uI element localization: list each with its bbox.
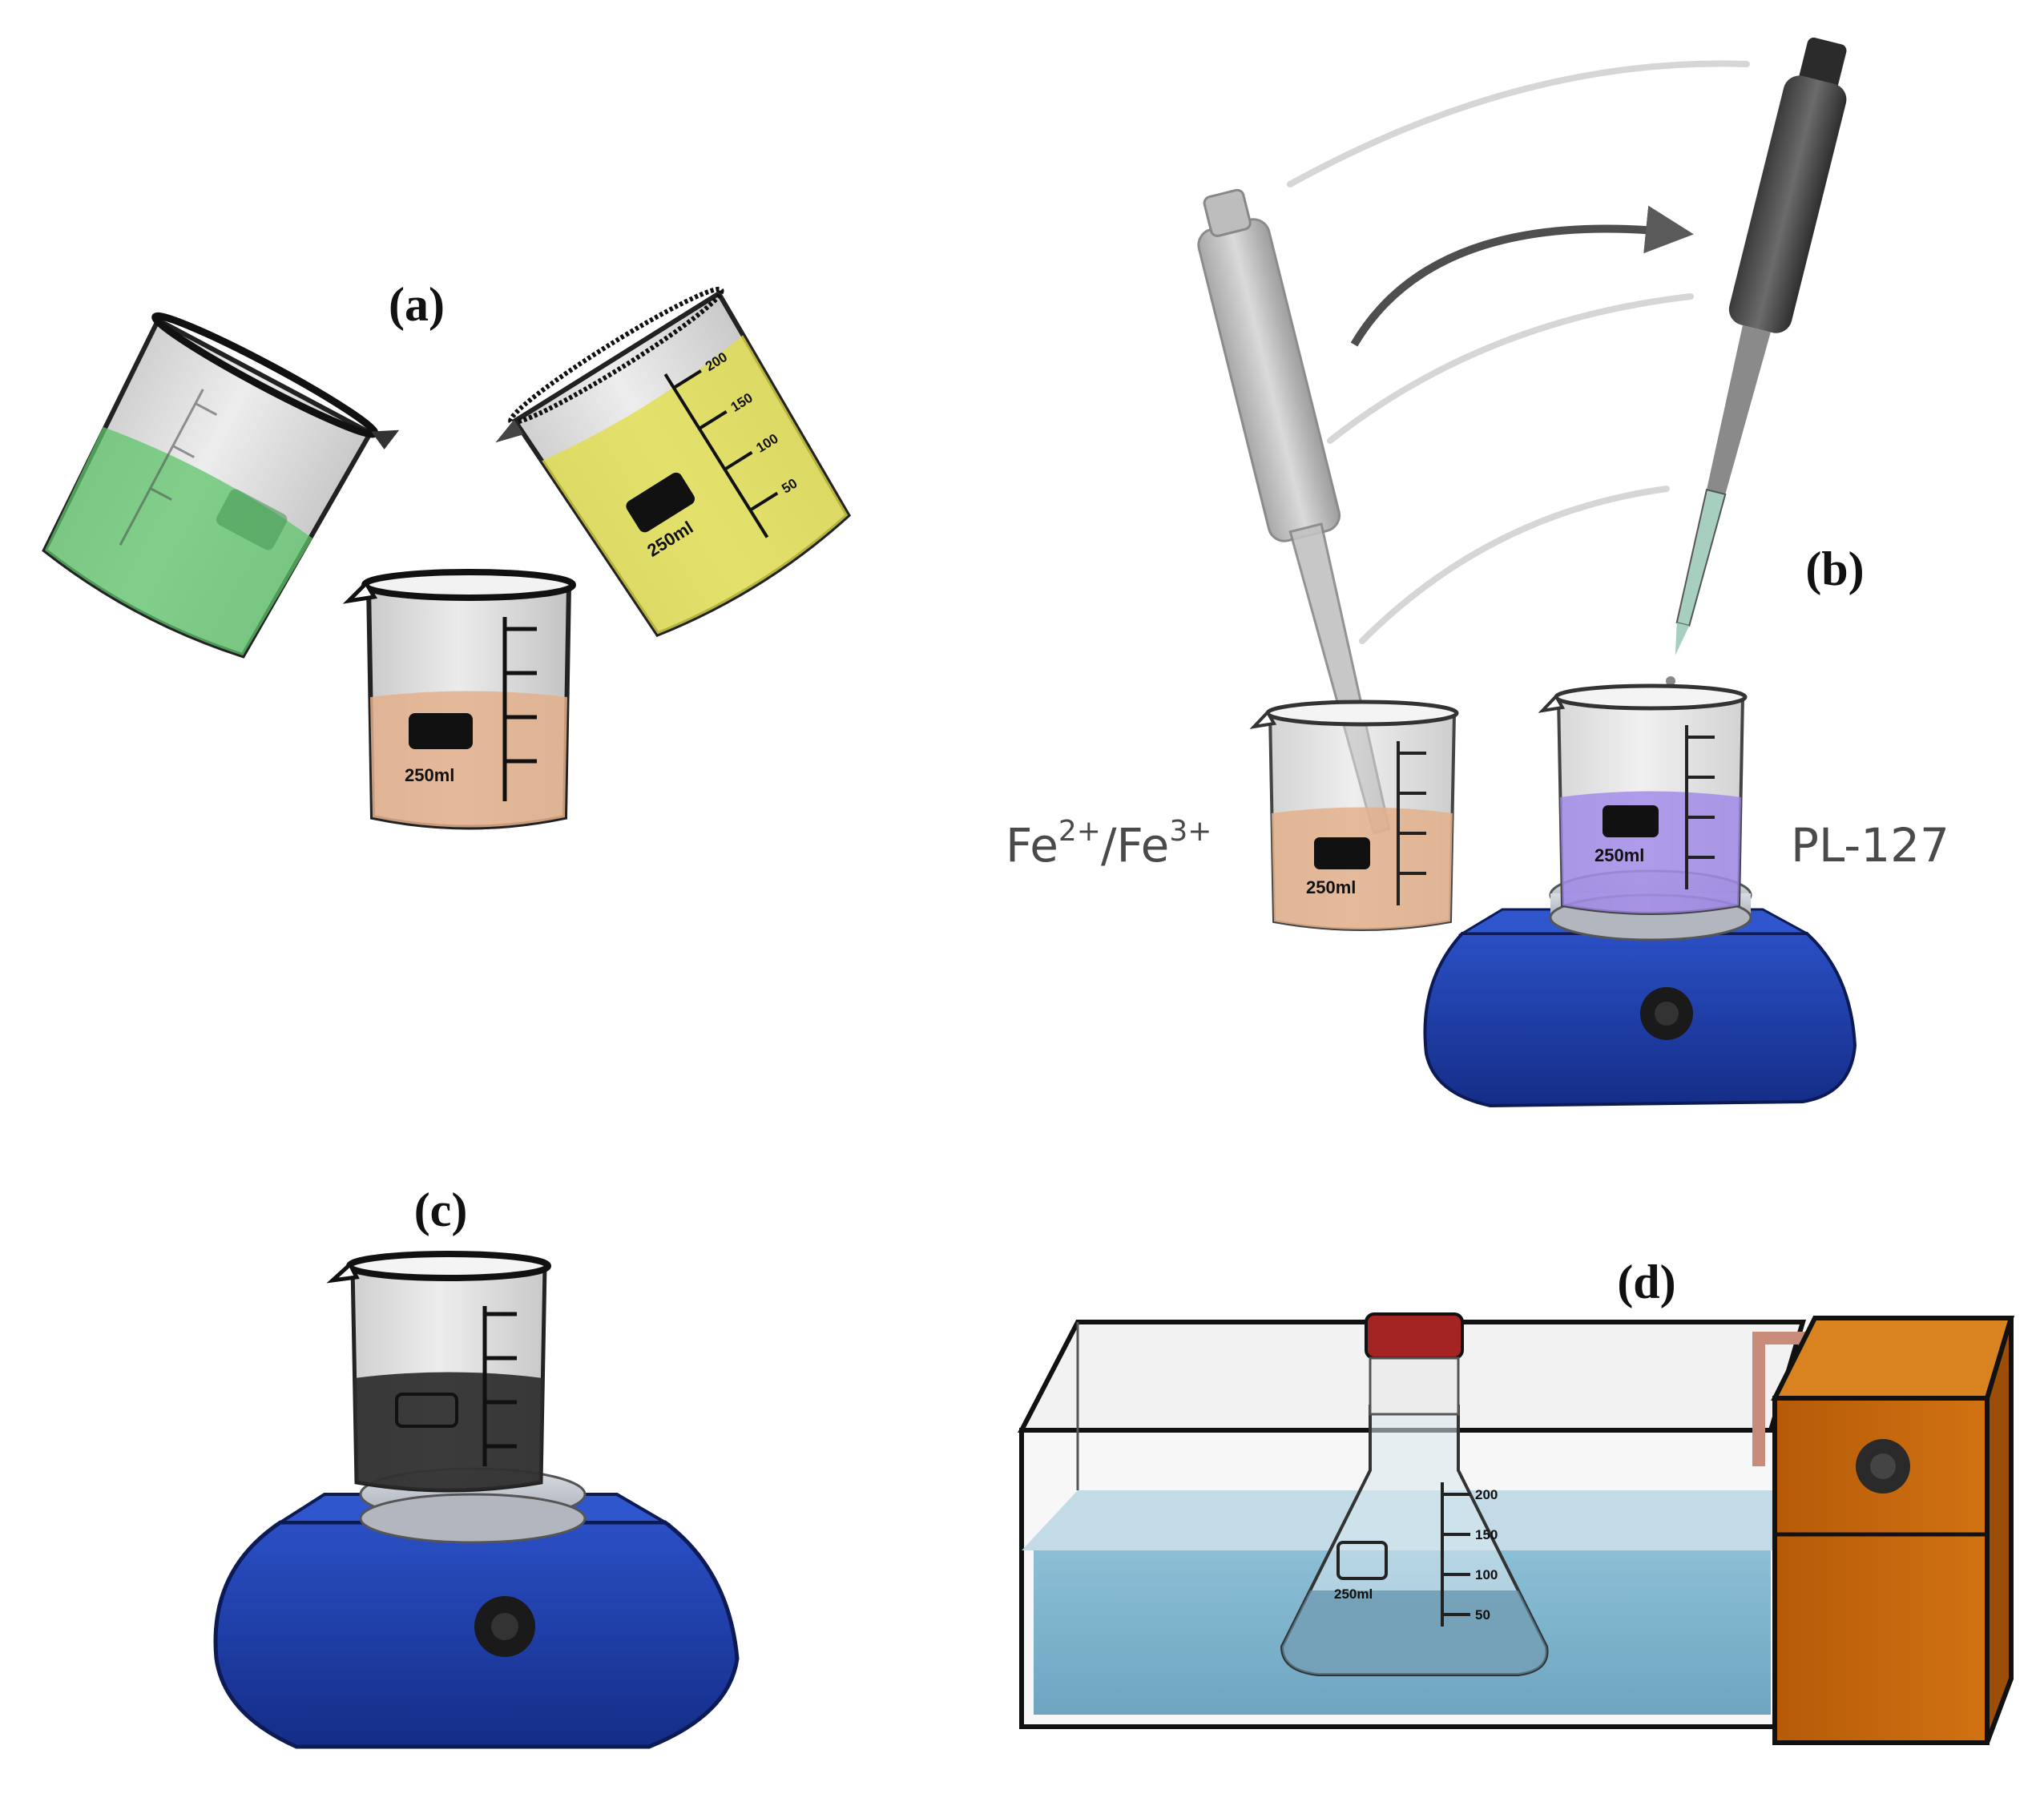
motion-trail xyxy=(1287,60,1750,644)
panel-b-label: (b) xyxy=(1805,542,1864,595)
erlenmeyer-flask: 200 150 100 50 250ml xyxy=(1280,1312,1549,1676)
green-beaker xyxy=(42,312,400,659)
volume-label: 250ml xyxy=(1306,877,1356,897)
orange-liquid xyxy=(370,691,567,828)
fe-beaker: 250ml xyxy=(1249,699,1459,931)
pipette-dark xyxy=(1675,37,1847,655)
pl127-beaker: 250ml xyxy=(1538,683,1748,915)
panel-d: (d) 200 150 100 50 xyxy=(1018,1256,2015,1745)
orange-beaker: 250ml xyxy=(342,569,576,830)
black-beaker xyxy=(326,1251,551,1493)
heater-unit xyxy=(1771,1316,2015,1745)
black-liquid xyxy=(354,1372,543,1490)
volume-label: 250ml xyxy=(1334,1586,1373,1602)
panel-c: (c) xyxy=(213,1183,740,1749)
panel-a-label: (a) xyxy=(389,278,445,331)
yellow-beaker: 200 150 100 50 250ml xyxy=(495,286,852,638)
transfer-arrow xyxy=(1350,205,1694,347)
flask-cap xyxy=(1365,1312,1464,1360)
grad-label: 150 xyxy=(1475,1527,1498,1542)
magnetic-stirrer-c xyxy=(213,1467,740,1749)
grad-label: 200 xyxy=(1475,1487,1498,1502)
panel-c-label: (c) xyxy=(414,1183,468,1236)
grad-label: 50 xyxy=(1475,1607,1490,1623)
volume-label: 250ml xyxy=(1594,845,1644,865)
green-liquid xyxy=(44,426,313,656)
fe-solution-label: Fe2+/Fe3+ xyxy=(1006,815,1211,873)
yellow-liquid xyxy=(542,335,849,635)
volume-label: 250ml xyxy=(405,765,454,785)
grad-label: 100 xyxy=(1475,1567,1498,1582)
panel-d-label: (d) xyxy=(1617,1256,1675,1308)
heater-pipe xyxy=(1752,1332,1815,1466)
panel-b: (b) xyxy=(1006,37,1949,1108)
pl127-label: PL-127 xyxy=(1791,818,1949,873)
panel-a: (a) xyxy=(42,278,852,830)
